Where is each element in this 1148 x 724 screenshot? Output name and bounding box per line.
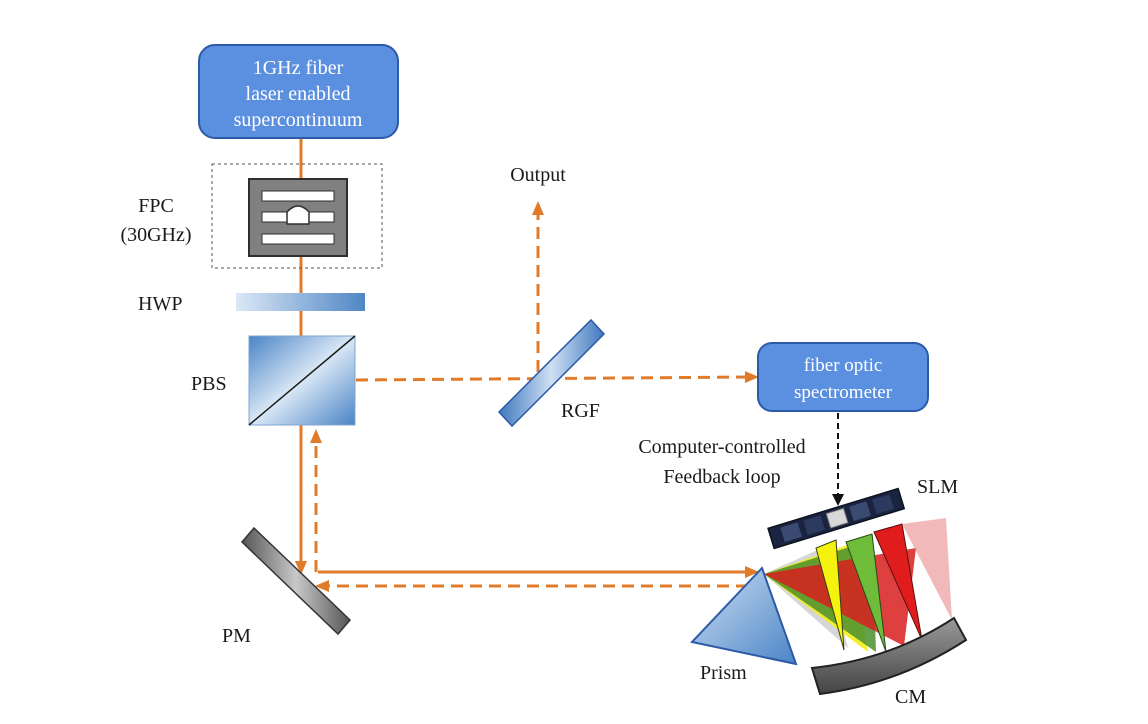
output-label: Output <box>510 164 566 186</box>
cm-label: CM <box>895 686 926 708</box>
pbs-label: PBS <box>191 373 227 395</box>
pm-mirror <box>240 526 352 636</box>
slm <box>767 487 906 550</box>
fpc-dashed-frame <box>211 163 383 269</box>
prism-label: Prism <box>700 662 747 684</box>
fpc-component <box>211 163 383 269</box>
laser-source-box: 1GHz fiber laser enabled supercontinuum <box>198 44 399 139</box>
spectral-beams <box>764 518 952 653</box>
spectrometer-line-2: spectrometer <box>794 382 893 403</box>
hwp-plate <box>236 293 365 311</box>
feedback-label-line-1: Computer-controlled <box>638 436 805 458</box>
pm-label: PM <box>222 625 251 647</box>
fpc-label-line-2: (30GHz) <box>120 224 191 246</box>
slm-label: SLM <box>917 476 958 498</box>
feedback-label-line-2: Feedback loop <box>663 466 780 488</box>
spectrometer-line-1: fiber optic <box>804 355 883 376</box>
fpc-label-line-1: FPC <box>138 195 174 217</box>
spectrometer-box: fiber optic spectrometer <box>757 342 929 412</box>
prism <box>690 566 798 666</box>
rgf-label: RGF <box>561 400 600 422</box>
source-line-2: laser enabled <box>246 83 351 105</box>
pbs-cube <box>248 335 356 426</box>
source-line-3: supercontinuum <box>234 109 363 131</box>
curved-mirror <box>810 616 968 696</box>
hwp-label: HWP <box>138 293 182 315</box>
rgf-filter <box>497 318 606 428</box>
source-line-1: 1GHz fiber <box>253 57 344 79</box>
beam-paths <box>295 138 759 592</box>
